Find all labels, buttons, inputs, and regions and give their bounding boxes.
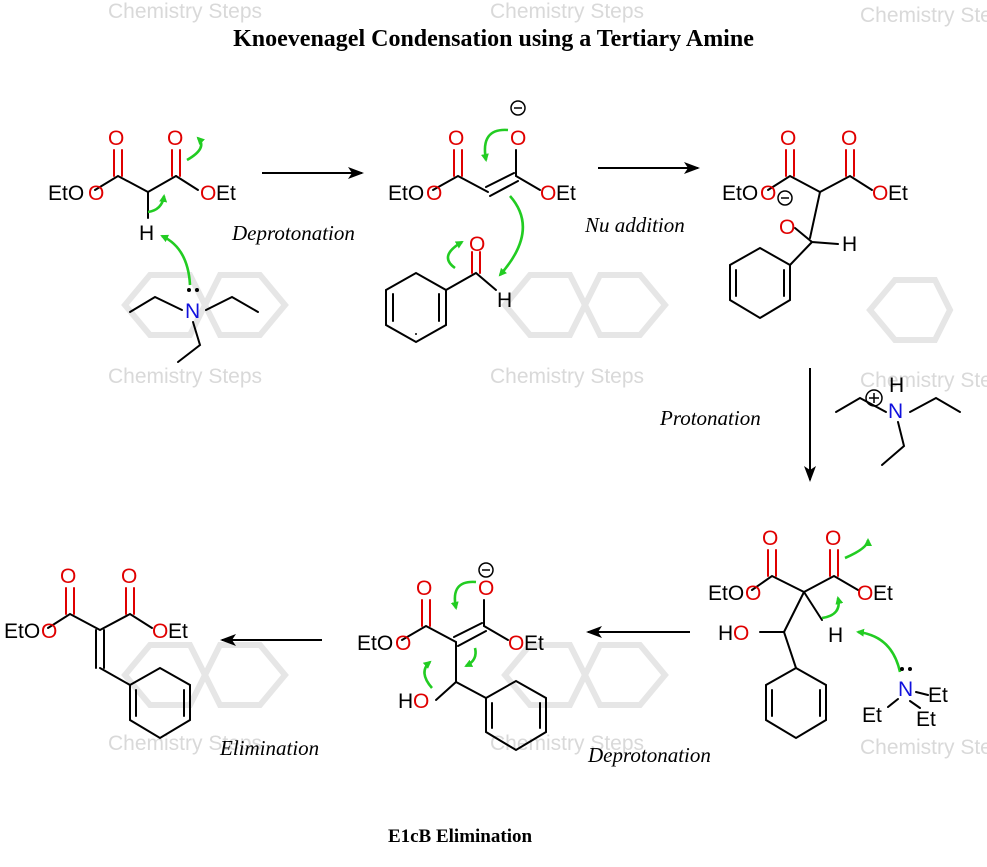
hydrogen-label: H: [828, 624, 843, 647]
curved-arrow-icon: [844, 538, 872, 560]
watermark-layer: Chemistry Steps Chemistry Steps Chemistr…: [108, 0, 987, 759]
oxygen-label: O: [152, 620, 168, 643]
curved-arrow-icon: [186, 136, 206, 162]
triethylamine: N: [129, 288, 259, 363]
hydrogen-label: H: [842, 233, 857, 256]
watermark-text: Chemistry Steps: [108, 365, 262, 388]
oxygen-label: O: [540, 182, 556, 205]
curved-arrow-icon: [821, 596, 844, 620]
ethoxy-label: EtO: [357, 632, 393, 655]
oxygen-label: O: [108, 127, 124, 150]
ethyl-label: Et: [862, 704, 882, 727]
ethyl-label: Et: [916, 708, 936, 731]
step-label-elimination: Elimination: [219, 736, 319, 760]
oxygen-label: O: [508, 632, 524, 655]
ethyl-label: Et: [524, 632, 544, 655]
oxygen-label: O: [413, 690, 429, 713]
hydrogen-label: H: [889, 374, 904, 397]
oxygen-label: O: [733, 622, 749, 645]
oxygen-label: O: [825, 527, 841, 550]
hydrogen-label: H: [139, 222, 154, 245]
enolate: EtO O O O O Et: [388, 100, 576, 205]
oxygen-label: O: [780, 127, 796, 150]
hydrogen-label: H: [497, 289, 512, 312]
curved-arrow-icon: [422, 660, 433, 689]
oxygen-label: O: [510, 127, 526, 150]
triethylamine-base: N Et Et Et: [862, 667, 948, 731]
oxygen-label: O: [762, 527, 778, 550]
curved-arrow-icon: [498, 195, 525, 277]
step-label-deprotonation-2: Deprotonation: [587, 743, 711, 767]
diethyl-malonate: EtO O O O O Et H: [48, 127, 236, 245]
oxygen-label: O: [745, 582, 761, 605]
step-label-deprotonation: Deprotonation: [231, 221, 355, 245]
curved-arrow-icon: [856, 628, 902, 673]
beta-hydroxy-intermediate: EtO O O O O Et H O H: [708, 527, 893, 740]
curved-arrow-icon: [446, 240, 464, 270]
oxygen-label: O: [841, 127, 857, 150]
oxygen-label: O: [121, 565, 137, 588]
negative-charge-icon: [777, 190, 793, 206]
ethoxy-label: EtO: [722, 182, 758, 205]
nitrogen-label: N: [888, 400, 903, 423]
knoevenagel-product: EtO O O O O Et: [4, 565, 191, 740]
oxygen-label: O: [200, 182, 216, 205]
oxygen-label: O: [779, 216, 795, 239]
oxygen-label: O: [395, 632, 411, 655]
oxygen-label: O: [88, 182, 104, 205]
oxygen-label: O: [872, 182, 888, 205]
triethylammonium: N H: [835, 374, 961, 466]
step-label-nu-addition: Nu addition: [584, 213, 685, 237]
watermark-text: Chemistry Steps: [490, 0, 644, 23]
ethyl-label: Et: [873, 582, 893, 605]
watermark-text: Chemistry Steps: [490, 365, 644, 388]
watermark-text: Chemistry Steps: [860, 4, 987, 27]
oxygen-label: O: [60, 565, 76, 588]
hydrogen-label: H: [718, 622, 733, 645]
oxygen-label: O: [41, 620, 57, 643]
ethoxy-label: EtO: [708, 582, 744, 605]
curved-arrow-icon: [480, 128, 509, 162]
oxygen-label: O: [416, 577, 432, 600]
hydroxy-enolate: EtO O O O O Et H O: [357, 562, 547, 752]
curved-arrow-icon: [450, 580, 477, 610]
page-title: Knoevenagel Condensation using a Tertiar…: [233, 26, 754, 52]
oxygen-label: O: [760, 182, 776, 205]
watermark-text: Chemistry Steps: [108, 0, 262, 23]
negative-charge-icon: [510, 100, 526, 116]
ethyl-label: Et: [168, 620, 188, 643]
watermark-text: Chemistry Steps: [108, 732, 262, 755]
oxygen-label: O: [857, 582, 873, 605]
ethyl-label: Et: [216, 182, 236, 205]
hydrogen-label: H: [398, 690, 413, 713]
ethoxy-label: EtO: [4, 620, 40, 643]
ethyl-label: Et: [928, 684, 948, 707]
negative-charge-icon: [478, 562, 494, 578]
ethyl-label: Et: [888, 182, 908, 205]
oxygen-label: O: [448, 127, 464, 150]
step-label-protonation: Protonation: [659, 406, 761, 430]
curved-arrow-icon: [160, 234, 192, 286]
watermark-logo: [121, 272, 954, 708]
oxygen-label: O: [478, 577, 494, 600]
watermark-text: Chemistry Steps: [490, 732, 644, 755]
oxygen-label: O: [469, 233, 485, 256]
page-subtitle: E1cB Elimination: [387, 826, 533, 847]
curved-arrow-icon: [147, 194, 168, 214]
curved-arrow-icon: [464, 647, 477, 668]
ethoxy-label: EtO: [388, 182, 424, 205]
nitrogen-label: N: [185, 300, 200, 323]
ethyl-label: Et: [556, 182, 576, 205]
alkoxide-intermediate: EtO O O O O Et O H: [722, 127, 908, 320]
nitrogen-label: N: [898, 678, 913, 701]
ethoxy-label: EtO: [48, 182, 84, 205]
watermark-text: Chemistry Steps: [860, 736, 987, 759]
oxygen-label: O: [426, 182, 442, 205]
watermark-text: Chemistry Steps: [860, 369, 987, 392]
benzaldehyde: O H: [385, 233, 512, 344]
oxygen-label: O: [167, 127, 183, 150]
